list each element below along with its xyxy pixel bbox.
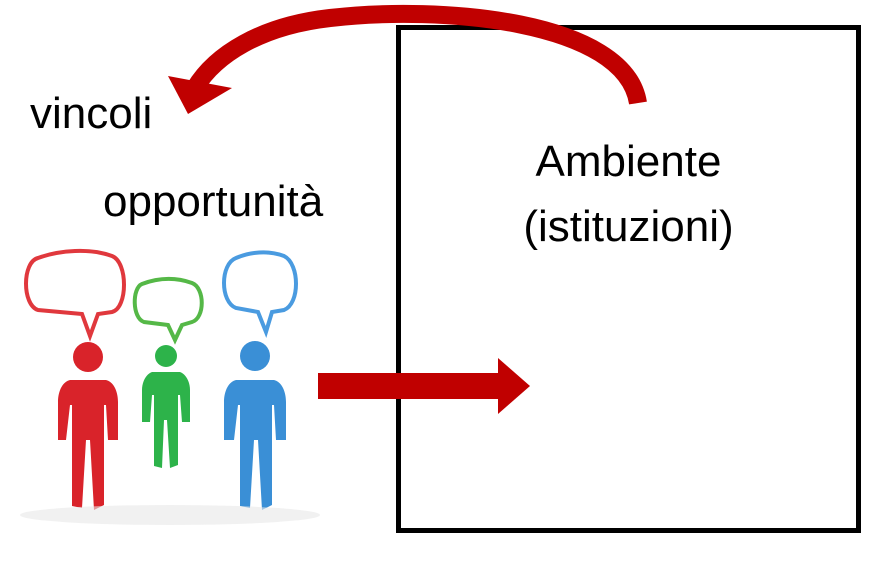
ambiente-label: Ambiente [535,137,722,186]
vincoli-label: vincoli [30,89,153,138]
istituzioni-label: (istituzioni) [523,202,734,251]
opportunita-label: opportunità [103,177,324,226]
speech-bubble-red [24,248,126,342]
red-person-figure [58,342,118,510]
speech-bubble-blue [222,250,298,339]
straight-arrow [318,358,530,414]
ground-shadow [20,505,320,525]
feedback-curved-arrow [168,4,647,114]
blue-person-figure [224,341,286,510]
speech-bubble-green [132,277,204,345]
environment-box: Ambiente (istituzioni) [396,25,861,533]
green-person-figure [142,345,190,468]
